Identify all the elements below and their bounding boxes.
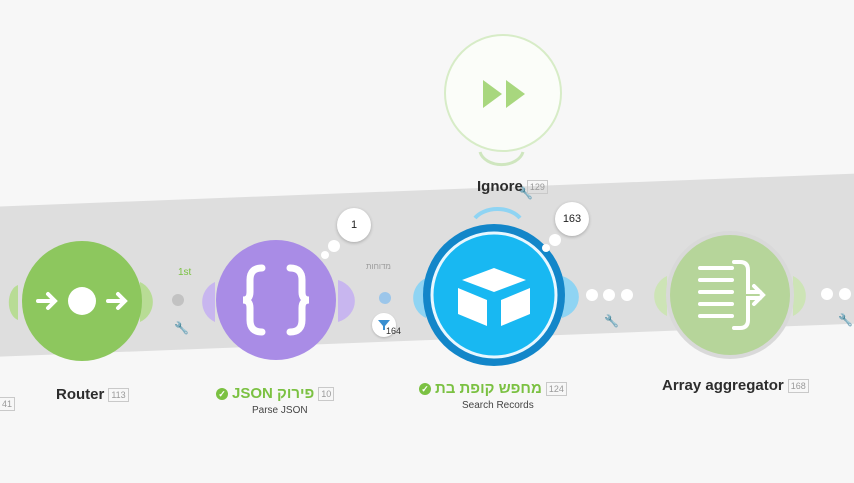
wrench-icon[interactable]: 🔧	[604, 314, 619, 328]
search-records-sublabel: Search Records	[462, 400, 534, 411]
json-operation-count: 1	[350, 219, 358, 231]
route-order-label: 1st	[178, 267, 192, 278]
success-check-icon: ✓	[419, 383, 431, 396]
module-index: 10	[318, 387, 335, 402]
airtable-icon	[458, 268, 530, 326]
filter-connector-dot[interactable]	[379, 292, 391, 304]
module-index: 41	[0, 397, 16, 411]
filter-index: 164	[386, 326, 402, 336]
array-aggregator-module[interactable]	[654, 231, 806, 359]
module-index: 168	[787, 379, 809, 394]
fast-forward-icon	[483, 80, 525, 108]
parse-json-sublabel: Parse JSON	[252, 405, 308, 416]
search-operation-count: 163	[562, 213, 582, 225]
success-check-icon: ✓	[216, 388, 228, 401]
filter-label: מדוחות	[366, 262, 391, 271]
left-connector	[8, 285, 18, 320]
module-index: 129	[526, 180, 548, 195]
wrench-icon[interactable]: 🔧	[838, 313, 853, 327]
module-index: 113	[108, 388, 129, 403]
router-icon	[36, 287, 128, 315]
wrench-icon[interactable]: 🔧	[518, 186, 533, 200]
search-operation-count-bubble[interactable]: 163	[555, 202, 589, 236]
parse-json-module[interactable]	[202, 240, 355, 360]
filter-icon[interactable]	[372, 313, 396, 337]
aggregator-icon	[698, 260, 766, 330]
router-module[interactable]	[22, 241, 153, 361]
search-records-module[interactable]	[413, 207, 579, 366]
braces-icon	[242, 264, 310, 336]
json-operation-count-bubble[interactable]: 1	[337, 208, 371, 242]
ignore-module[interactable]	[444, 34, 562, 167]
module-index: 124	[545, 382, 567, 397]
route-connector-dot[interactable]	[172, 294, 184, 306]
wrench-icon[interactable]: 🔧	[174, 321, 189, 335]
